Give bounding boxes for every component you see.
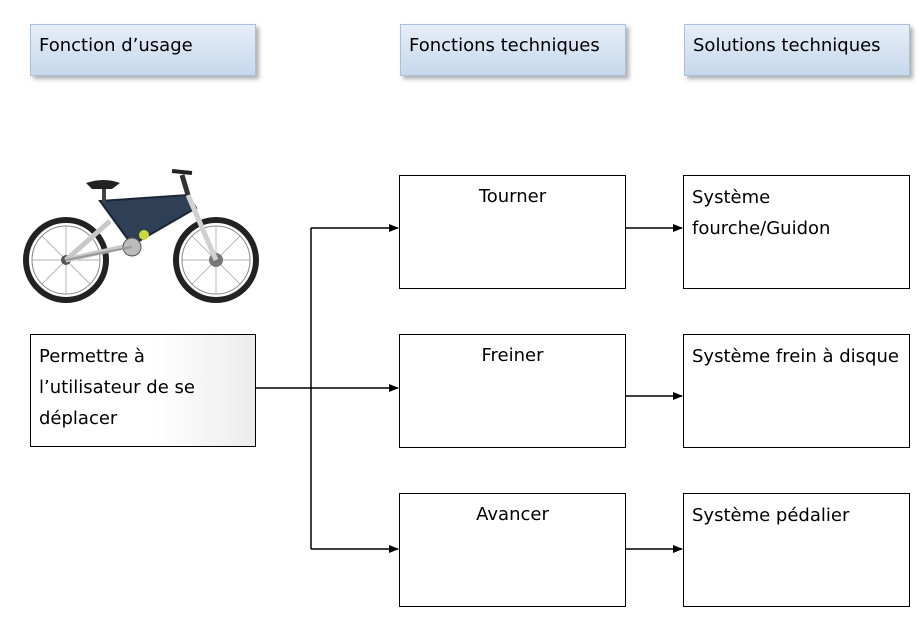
solution-box-frein-disque: Système frein à disque xyxy=(683,334,910,448)
solution-box-pedalier: Système pédalier xyxy=(683,493,910,607)
usage-function-text: Permettre à l’utilisateur de se déplacer xyxy=(39,346,195,429)
header-technical-functions: Fonctions techniques xyxy=(400,24,626,76)
header-usage: Fonction d’usage xyxy=(30,24,256,76)
header-technical-solutions: Solutions techniques xyxy=(684,24,910,76)
function-label: Avancer xyxy=(476,504,549,525)
function-box-avancer: Avancer xyxy=(399,493,626,607)
function-label: Tourner xyxy=(478,186,547,207)
function-box-freiner: Freiner xyxy=(399,334,626,448)
function-box-tourner: Tourner xyxy=(399,175,626,289)
solution-label: Système frein à disque xyxy=(692,346,899,367)
bicycle-image xyxy=(23,169,259,303)
usage-function-box: Permettre à l’utilisateur de se déplacer xyxy=(30,334,256,447)
function-label: Freiner xyxy=(481,345,544,366)
solution-label: Système pédalier xyxy=(692,505,850,526)
solution-box-fourche-guidon: Système fourche/Guidon xyxy=(683,175,910,289)
solution-label: Système fourche/Guidon xyxy=(692,187,831,239)
